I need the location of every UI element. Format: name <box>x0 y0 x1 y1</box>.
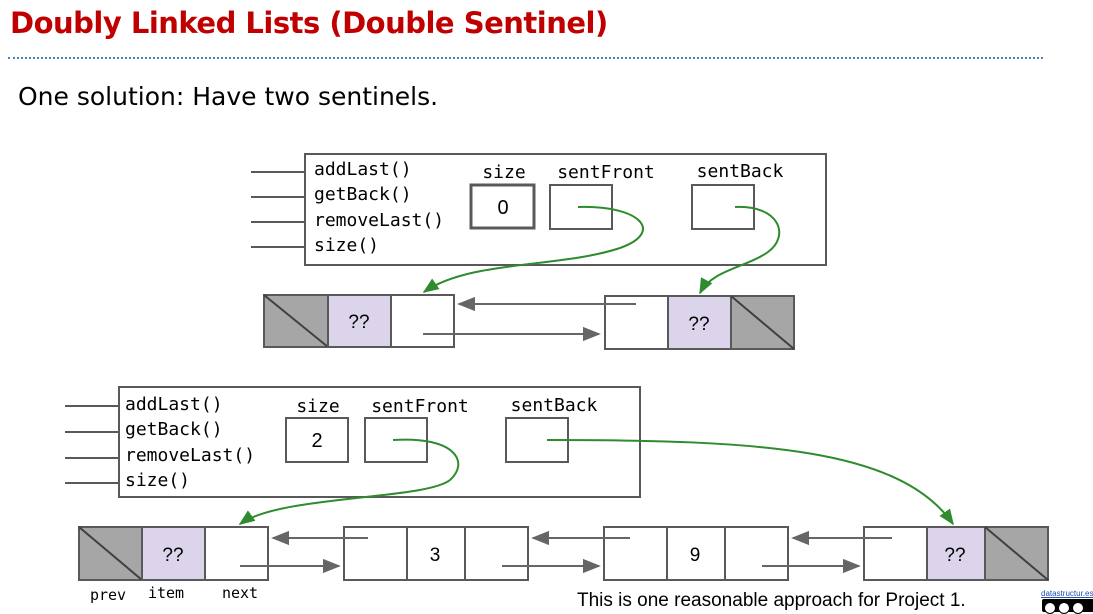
license-site-link[interactable]: datastructur.es <box>1041 589 1093 598</box>
bottom-size-value: 2 <box>311 430 322 452</box>
top-list-object: addLast() getBack() removeLast() size() … <box>251 153 827 266</box>
slide-title: Doubly Linked Lists (Double Sentinel) <box>10 6 608 40</box>
bottom-back-sentinel-node: ?? <box>863 526 1049 581</box>
bottom-node-2-item: 3 <box>430 545 441 566</box>
top-sentfront-pointer <box>422 205 644 293</box>
top-size-box <box>469 183 536 230</box>
top-sentback-label: sentBack <box>697 161 784 182</box>
top-front-sentinel-node: ?? <box>263 294 455 348</box>
title-divider <box>8 57 1043 59</box>
bottom-method-size: size() <box>125 470 190 491</box>
bottom-method-addlast: addLast() <box>125 394 223 415</box>
bottom-method-removelast: removeLast() <box>125 445 255 466</box>
top-method-removelast: removeLast() <box>314 210 444 231</box>
bottom-size-label: size <box>296 396 339 417</box>
bottom-front-sentinel-node: ?? <box>78 526 269 581</box>
bottom-node-1-item: ?? <box>162 545 183 566</box>
license-block: datastructur.es <box>1041 589 1093 614</box>
top-sentfront-label: sentFront <box>557 162 655 183</box>
top-method-getback: getBack() <box>314 184 412 205</box>
bottom-list-object: addLast() getBack() removeLast() size() … <box>65 386 641 498</box>
top-sentback-pointer <box>699 205 781 295</box>
top-size-label: size <box>482 162 525 183</box>
top-method-addlast: addLast() <box>314 159 412 180</box>
slide-subtitle: One solution: Have two sentinels. <box>18 82 439 111</box>
bottom-sentback-pointer <box>546 439 954 526</box>
footer-note: This is one reasonable approach for Proj… <box>577 590 966 611</box>
top-size-value: 0 <box>497 197 508 219</box>
label-next: next <box>222 584 258 602</box>
bottom-node-4-item: ?? <box>944 545 965 566</box>
bottom-sentfront-pointer <box>238 438 460 525</box>
bottom-sentback-label: sentBack <box>511 395 598 416</box>
label-prev: prev <box>90 586 126 604</box>
top-back-sentinel-item: ?? <box>688 314 709 335</box>
top-front-sentinel-item: ?? <box>348 312 369 333</box>
top-back-sentinel-node: ?? <box>604 295 795 350</box>
bottom-size-box <box>285 417 349 463</box>
bottom-node-3: 9 <box>603 526 789 581</box>
bottom-method-getback: getBack() <box>125 419 223 440</box>
label-item: item <box>148 584 184 602</box>
top-method-size: size() <box>314 235 379 256</box>
bottom-node-3-item: 9 <box>690 545 701 566</box>
top-sentback-box <box>691 184 755 230</box>
cc-license-icon <box>1042 599 1093 614</box>
bottom-node-2: 3 <box>343 526 529 581</box>
bottom-sentfront-label: sentFront <box>371 396 469 417</box>
